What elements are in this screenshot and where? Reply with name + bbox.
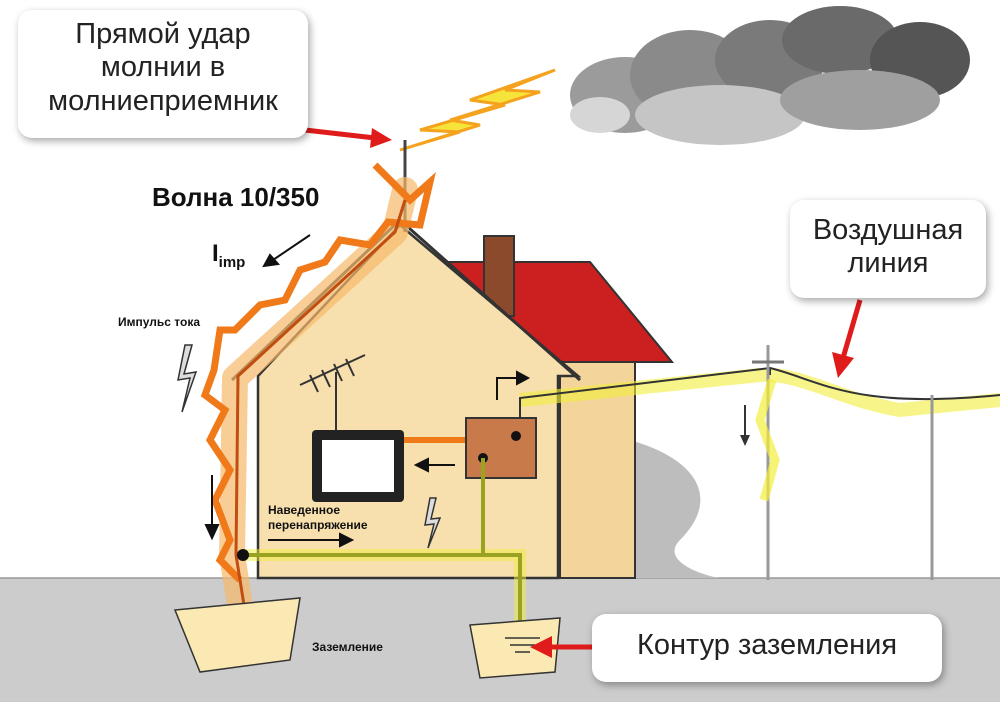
distribution-box: [465, 417, 537, 479]
callout-overhead-line-2: линия: [847, 247, 929, 280]
wave-label: Волна 10/350: [152, 182, 320, 212]
induced-bolt-icon: [424, 497, 442, 549]
callout-ground-contour: Контур заземления: [592, 614, 942, 682]
grounding-label: Заземление: [312, 640, 383, 654]
lightning-bolt: [399, 68, 556, 152]
tv-antenna: [299, 354, 366, 430]
callout-direct-strike: Прямой удар молнии в молниеприемник: [18, 10, 308, 138]
induced-overvoltage-label: Наведенное перенапряжение: [268, 503, 368, 533]
callout-overhead-line: Воздушная линия: [790, 200, 986, 298]
ground-electrode-left: [173, 597, 301, 673]
callout-arrows: [304, 127, 863, 658]
pulse-bolt-icon: [177, 344, 198, 413]
callout-strike-line-3: молниеприемник: [48, 84, 278, 117]
callout-strike-line-1: Прямой удар: [75, 18, 251, 50]
overhead-line: [519, 345, 1000, 580]
storm-cloud: [570, 6, 970, 145]
current-arrows: [204, 234, 531, 548]
current-symbol: I: [212, 240, 219, 267]
induced-label-line-2: перенапряжение: [268, 518, 368, 532]
ground-electrode-right: [469, 617, 561, 679]
callout-strike-line-2: молнии в: [100, 51, 226, 84]
induced-label-line-1: Наведенное: [268, 503, 341, 517]
current-symbol-label: Iimp: [212, 240, 245, 271]
ground-wire: [237, 458, 526, 630]
callout-contour-text: Контур заземления: [636, 629, 898, 661]
callout-overhead-line-1: Воздушная: [812, 214, 964, 246]
lightning-current-path: [200, 162, 436, 618]
current-subscript: imp: [218, 253, 246, 271]
current-pulse-label: Импульс тока: [118, 315, 201, 329]
tv-set: [312, 430, 404, 502]
